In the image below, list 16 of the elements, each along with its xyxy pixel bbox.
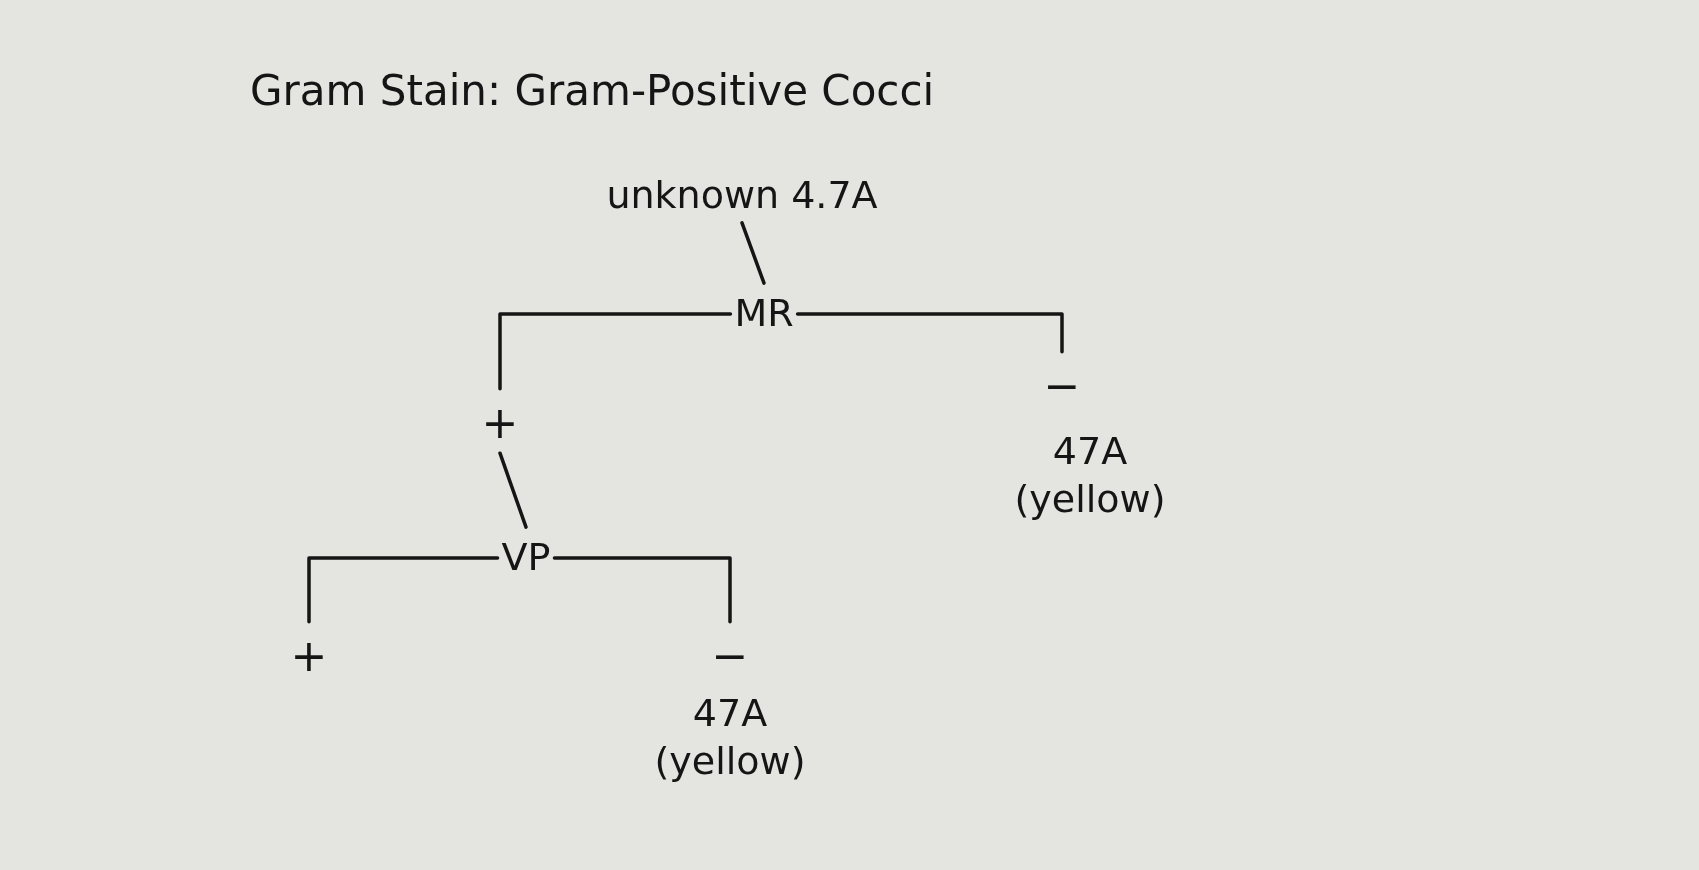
result-label: 47A (yellow)	[653, 690, 807, 785]
branch-line	[795, 312, 1064, 354]
result-label: 47A (yellow)	[1013, 428, 1167, 523]
test-label: unknown 4.7A	[602, 175, 882, 217]
result-sign: −	[1039, 361, 1085, 411]
branch-line	[498, 312, 733, 391]
branch-line	[552, 556, 732, 624]
result-sign: +	[286, 631, 332, 681]
test-label: MR	[730, 293, 798, 335]
branch-line	[498, 451, 528, 529]
title: Gram Stain: Gram-Positive Cocci	[250, 66, 935, 115]
result-sign: +	[477, 398, 523, 448]
result-sign: −	[707, 631, 753, 681]
branch-line	[307, 556, 500, 624]
test-label: VP	[497, 537, 555, 579]
branch-line	[740, 221, 766, 285]
